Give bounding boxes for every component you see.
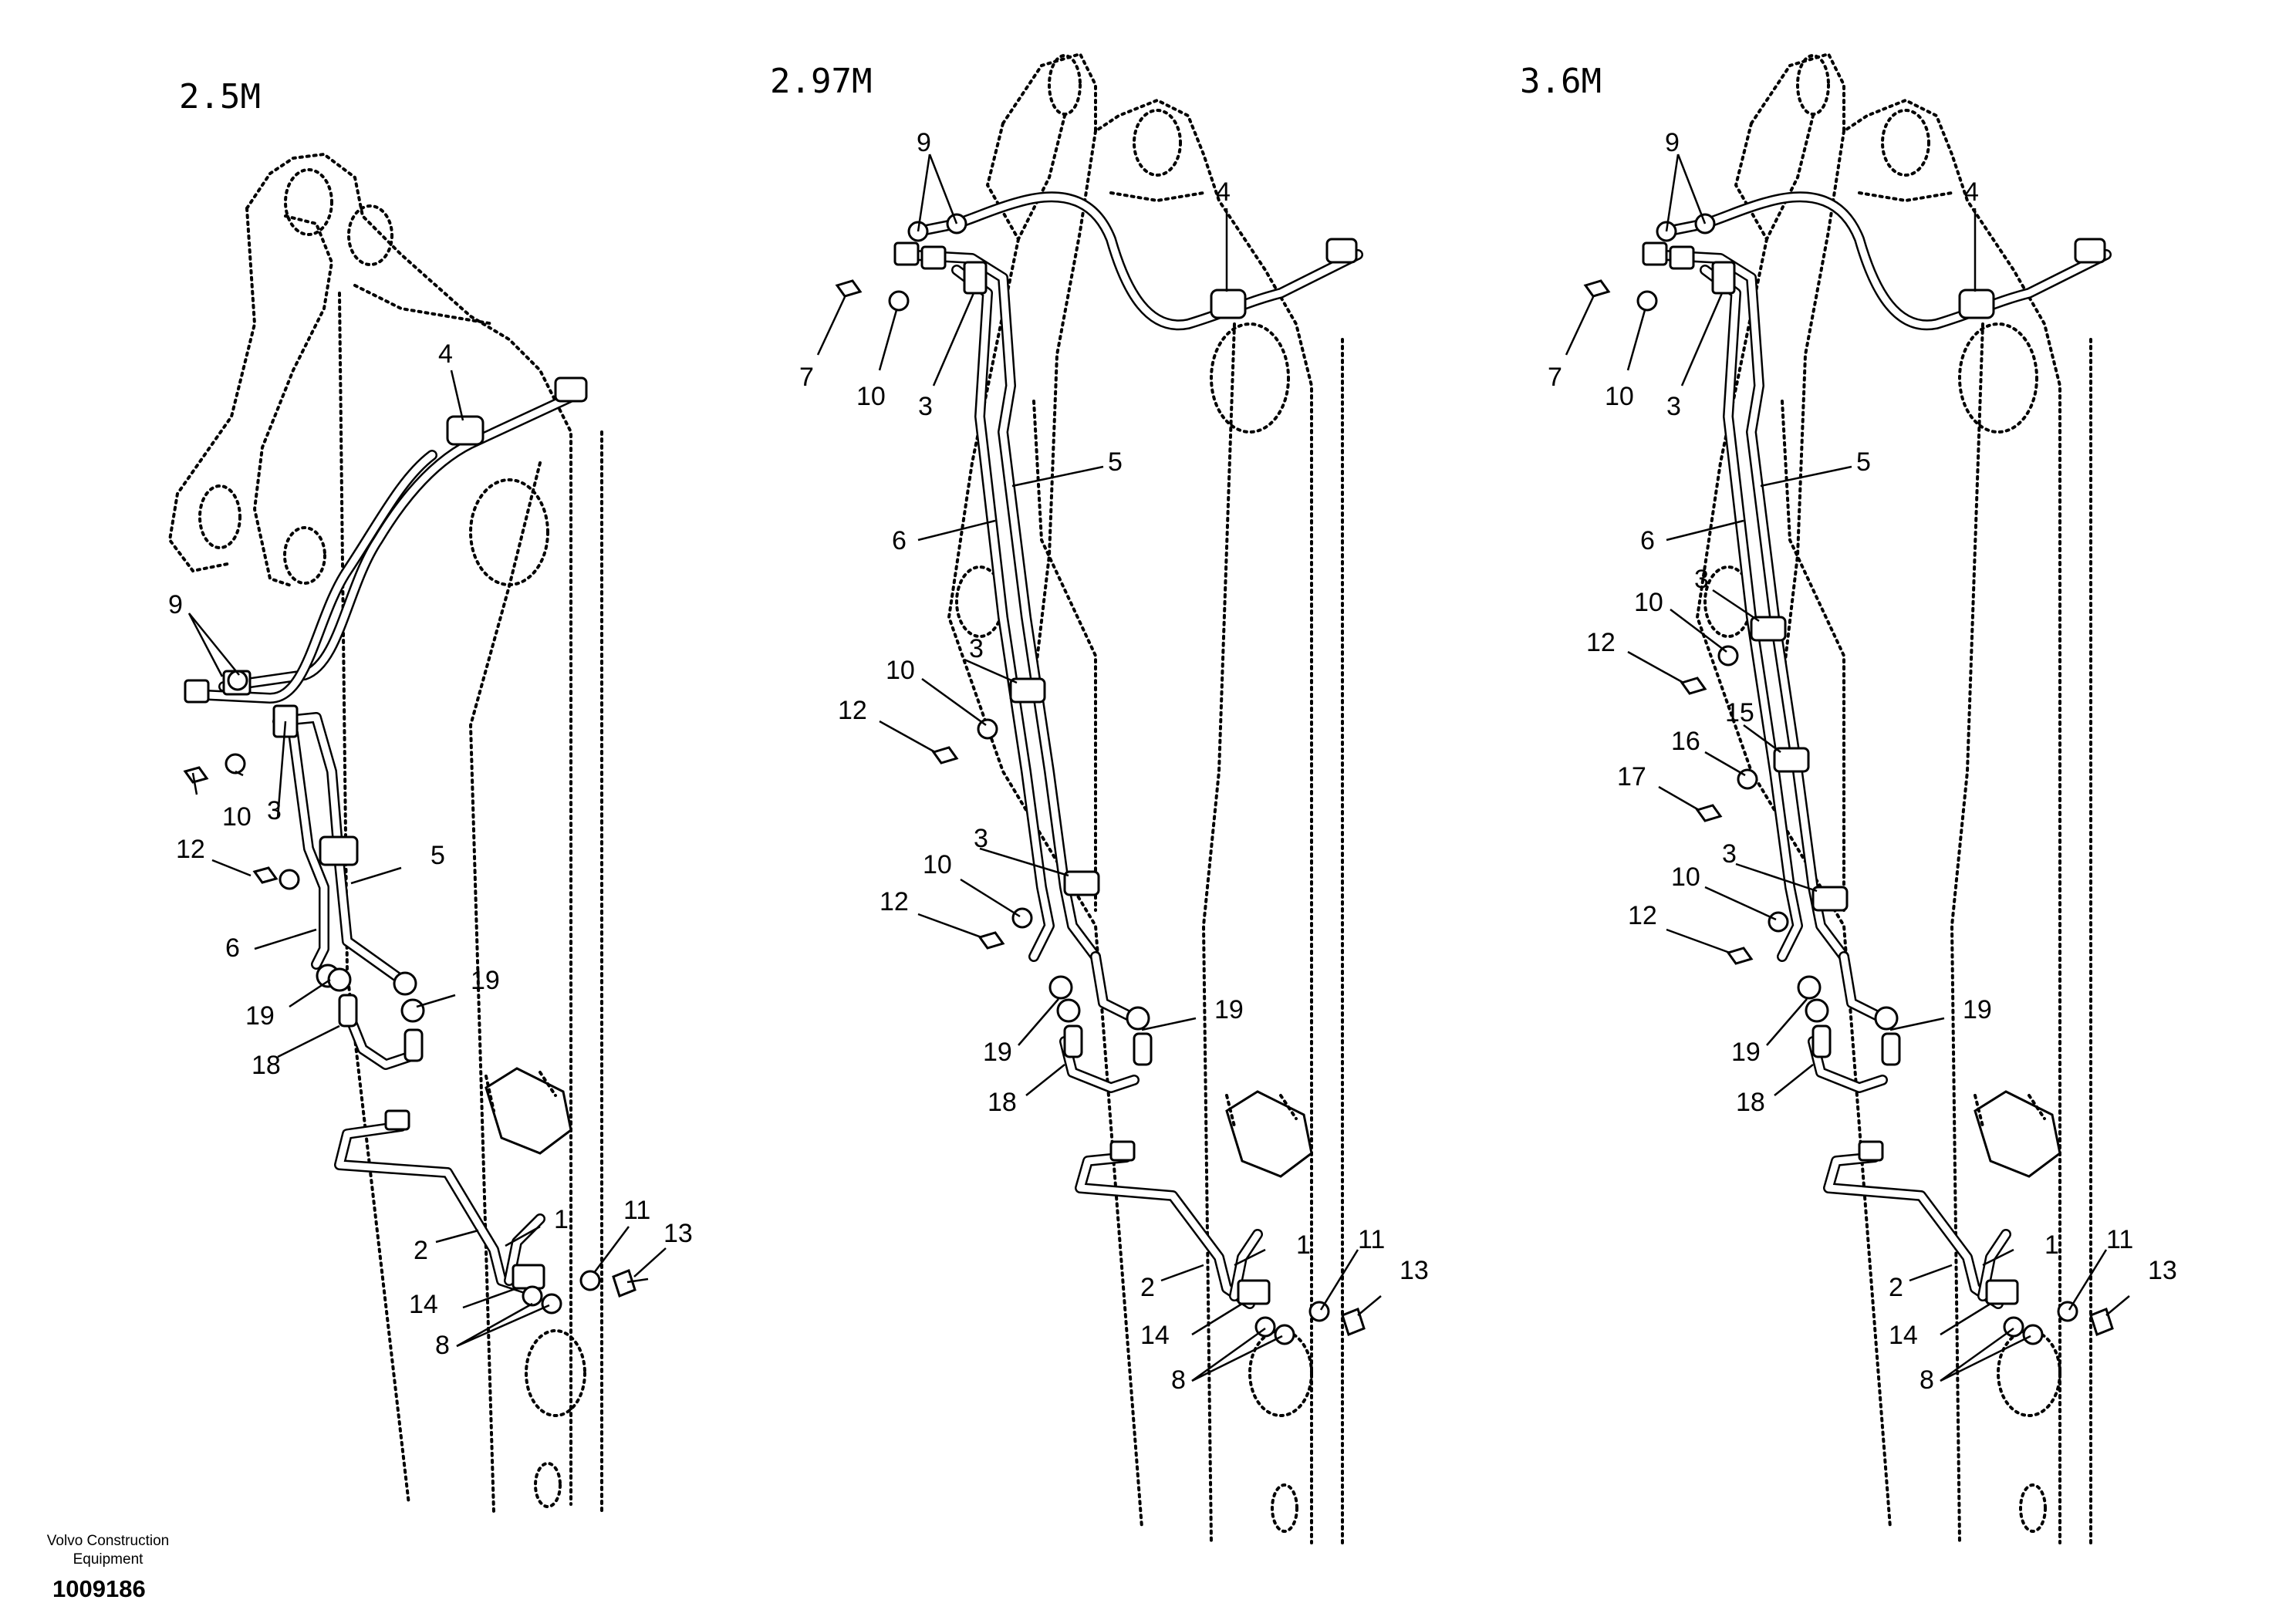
brand-footer: Volvo Construction Equipment bbox=[31, 1532, 185, 1569]
callout-labels: 4 9 10 3 12 5 6 19 19 18 1 11 13 2 14 8 bbox=[168, 339, 693, 1360]
panel-title: 2.5M bbox=[179, 77, 261, 116]
callout-8: 8 bbox=[1920, 1365, 1934, 1395]
callout-3: 3 bbox=[969, 634, 984, 663]
callout-14: 14 bbox=[1889, 1321, 1918, 1350]
callout-13: 13 bbox=[2148, 1256, 2177, 1285]
fittings bbox=[1583, 213, 2114, 1345]
boom-outline bbox=[167, 152, 603, 1514]
callout-1: 1 bbox=[554, 1205, 569, 1234]
valve-block bbox=[1974, 1090, 2061, 1178]
clamp-4 bbox=[446, 415, 485, 446]
callout-5: 5 bbox=[1108, 447, 1123, 477]
callout-8: 8 bbox=[1171, 1365, 1186, 1395]
callout-10: 10 bbox=[1671, 862, 1700, 892]
callout-10: 10 bbox=[1605, 382, 1634, 411]
leader-lines bbox=[187, 370, 667, 1348]
callout-10: 10 bbox=[856, 382, 886, 411]
clamp-4 bbox=[1210, 289, 1247, 319]
callout-8: 8 bbox=[435, 1331, 450, 1360]
callout-3: 3 bbox=[974, 824, 988, 853]
drawing-number: 1009186 bbox=[52, 1575, 146, 1602]
clamp-15 bbox=[1773, 747, 1810, 773]
callout-7: 7 bbox=[799, 363, 814, 392]
callout-1: 1 bbox=[2044, 1230, 2059, 1260]
callout-12: 12 bbox=[1586, 628, 1616, 657]
callout-9: 9 bbox=[168, 590, 183, 619]
callout-13: 13 bbox=[1400, 1256, 1429, 1285]
clamp-3 bbox=[963, 261, 988, 295]
callout-3: 3 bbox=[267, 796, 282, 825]
callout-12: 12 bbox=[1628, 901, 1657, 930]
callout-6: 6 bbox=[1640, 526, 1655, 555]
callout-14: 14 bbox=[1140, 1321, 1170, 1350]
callout-17: 17 bbox=[1617, 762, 1646, 791]
brand-line-1: Volvo Construction bbox=[46, 1533, 170, 1549]
panel-title: 2.97M bbox=[770, 62, 872, 101]
callout-5: 5 bbox=[430, 841, 445, 870]
callout-12: 12 bbox=[880, 887, 909, 916]
panel-2-5m: 2.5M bbox=[167, 77, 693, 1514]
fittings bbox=[183, 376, 649, 1315]
callout-10: 10 bbox=[222, 802, 252, 832]
callout-19-right: 19 bbox=[1214, 995, 1244, 1024]
callout-6: 6 bbox=[225, 933, 240, 963]
hose-lines bbox=[187, 388, 584, 1294]
callout-labels: 9 4 7 10 3 5 6 3 10 12 15 16 17 3 10 12 … bbox=[1548, 128, 2177, 1395]
callout-18: 18 bbox=[252, 1051, 281, 1080]
callout-10: 10 bbox=[1634, 588, 1663, 617]
valve-block bbox=[1225, 1090, 1313, 1178]
callout-11: 11 bbox=[623, 1196, 650, 1225]
callout-9: 9 bbox=[917, 128, 931, 157]
callout-1: 1 bbox=[1296, 1230, 1311, 1260]
callout-19-right: 19 bbox=[1963, 995, 1992, 1024]
panel-3-6m: 3.6M bbox=[1520, 52, 2177, 1544]
panel-title: 3.6M bbox=[1520, 62, 1602, 101]
callout-14: 14 bbox=[409, 1290, 438, 1319]
callout-7: 7 bbox=[1548, 363, 1562, 392]
callout-9: 9 bbox=[1665, 128, 1680, 157]
callout-2: 2 bbox=[1140, 1273, 1155, 1302]
callout-10: 10 bbox=[923, 850, 952, 879]
callout-3: 3 bbox=[1694, 565, 1709, 594]
callout-6: 6 bbox=[892, 526, 907, 555]
callout-4: 4 bbox=[438, 339, 453, 369]
leader-lines bbox=[816, 154, 1382, 1382]
leader-lines bbox=[1565, 154, 2130, 1382]
callout-19-left: 19 bbox=[1731, 1038, 1761, 1067]
panel-2-97m: 2.97M bbox=[770, 52, 1429, 1544]
callout-2: 2 bbox=[414, 1236, 428, 1265]
clamp-3 bbox=[1711, 261, 1736, 295]
callout-15: 15 bbox=[1725, 698, 1754, 727]
valve-block bbox=[485, 1067, 572, 1155]
callout-4: 4 bbox=[1216, 177, 1231, 207]
callout-11: 11 bbox=[2106, 1225, 2133, 1254]
callout-19-right: 19 bbox=[471, 966, 500, 995]
callout-18: 18 bbox=[988, 1088, 1017, 1117]
callout-19-left: 19 bbox=[983, 1038, 1012, 1067]
callout-13: 13 bbox=[663, 1219, 693, 1248]
callout-3: 3 bbox=[1722, 839, 1737, 869]
callout-12: 12 bbox=[176, 835, 205, 864]
callout-18: 18 bbox=[1736, 1088, 1765, 1117]
callout-5: 5 bbox=[1856, 447, 1871, 477]
clamp-4 bbox=[1958, 289, 1995, 319]
callout-2: 2 bbox=[1889, 1273, 1903, 1302]
callout-10: 10 bbox=[886, 656, 915, 685]
callout-4: 4 bbox=[1964, 177, 1979, 207]
callout-16: 16 bbox=[1671, 727, 1700, 756]
callout-labels: 9 4 7 10 3 5 6 3 10 12 3 10 12 19 19 18 … bbox=[799, 128, 1429, 1395]
callout-3: 3 bbox=[1666, 392, 1681, 421]
brand-line-2: Equipment bbox=[73, 1551, 144, 1568]
callout-12: 12 bbox=[838, 696, 867, 725]
callout-11: 11 bbox=[1358, 1225, 1385, 1254]
callout-19-left: 19 bbox=[245, 1001, 275, 1031]
callout-3: 3 bbox=[918, 392, 933, 421]
fittings bbox=[835, 213, 1366, 1345]
